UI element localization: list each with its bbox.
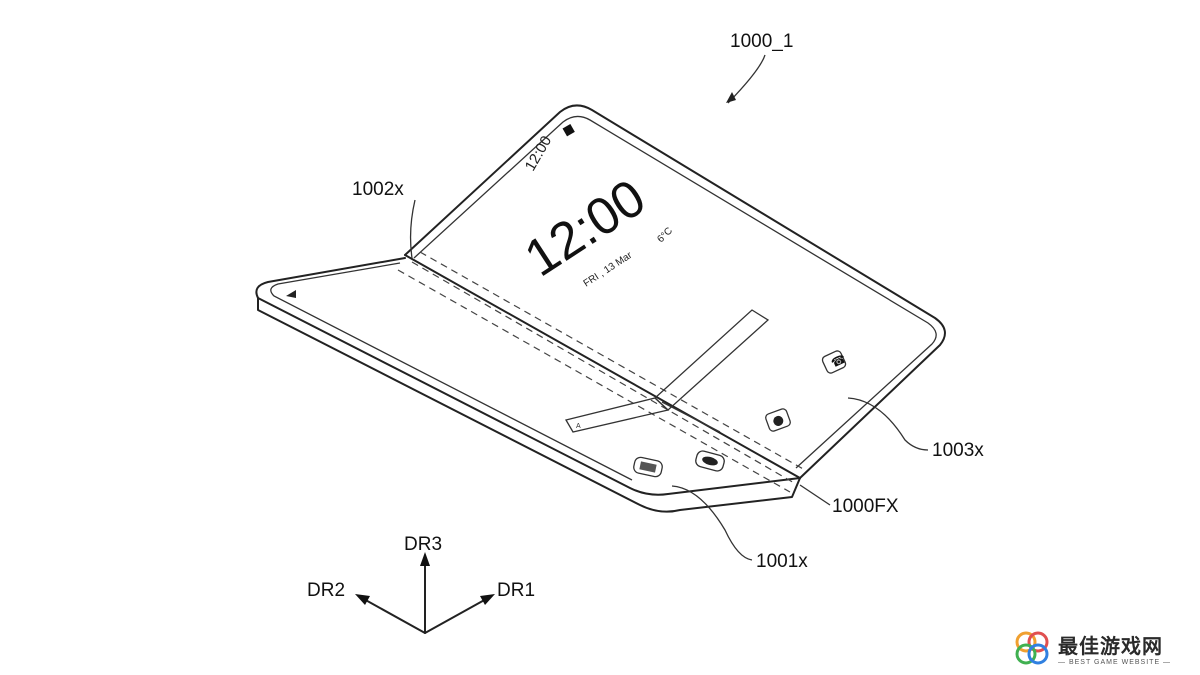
axis-dr1: DR1 [497,580,535,601]
label-fold-axis: 1000FX [832,496,899,517]
label-device: 1000_1 [730,31,793,52]
leader-bottom-panel [671,485,753,561]
clock-time: 12:00 [515,169,656,289]
lower-panel [255,254,801,513]
leader-fold-axis [799,484,831,506]
svg-text:☎: ☎ [829,351,849,370]
upper-panel [404,104,946,479]
label-hinge: 1002x [352,179,404,200]
apps-grid-icon[interactable] [633,456,664,478]
direction-axes: DR3 DR2 DR1 [307,534,535,634]
fold-region-dashes [397,251,806,493]
watermark-title: 最佳游戏网 [1058,634,1163,658]
temperature-text: 6°C [655,225,675,245]
android-app-icon[interactable] [765,408,792,432]
leader-hinge [409,199,416,259]
triangle-icon [286,290,296,298]
phone-app-icon[interactable]: ☎ [821,349,849,375]
battery-icon [562,124,575,137]
watermark-logo-icon [1015,631,1049,665]
watermark-subtitle: — BEST GAME WEBSITE — [1058,659,1172,666]
screen-ui-element: A [565,309,770,433]
axis-dr2: DR2 [307,580,345,601]
svg-text:A: A [576,423,581,430]
label-bottom-panel: 1001x [756,551,808,572]
watermark: 最佳游戏网 — BEST GAME WEBSITE — [1012,628,1171,668]
message-app-icon[interactable] [694,450,725,473]
label-right-panel: 1003x [932,440,984,461]
leader-right-panel [847,397,929,451]
axis-dr3: DR3 [404,534,442,555]
arrowhead [726,92,736,103]
status-time: 12:00 [522,133,555,174]
